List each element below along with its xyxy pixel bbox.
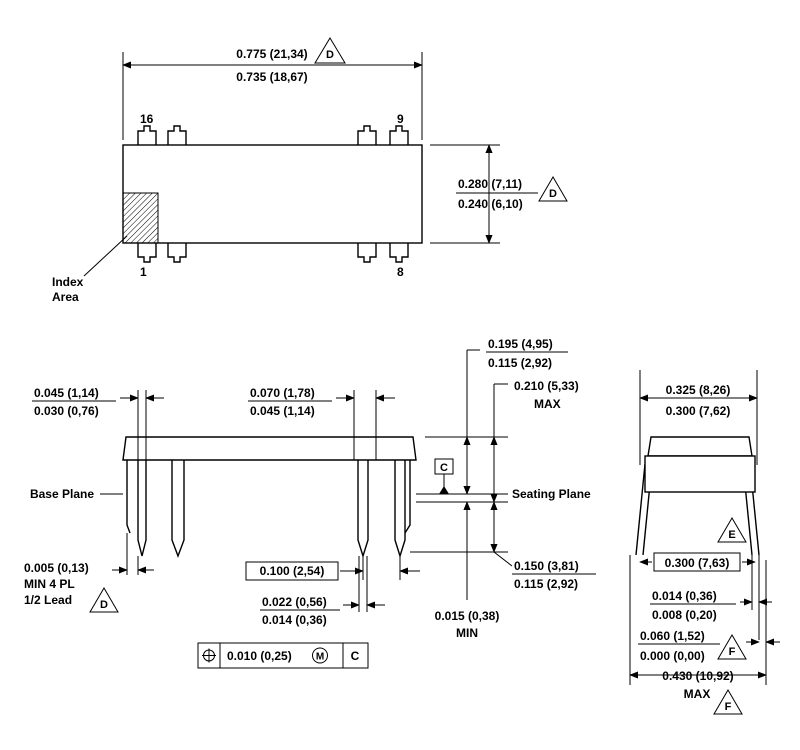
end-lead-label: MIN 4 PL <box>24 577 75 591</box>
position-symbol-icon <box>202 648 216 663</box>
pin-top <box>167 125 187 145</box>
tolerance-datum-c: C <box>351 649 360 663</box>
pin-bottom <box>167 243 187 263</box>
height-max-label: 0.195 (4,95) <box>488 337 553 351</box>
lead-width-max-label: 0.045 (1,14) <box>34 386 99 400</box>
overall-height-max-label: MAX <box>534 397 561 411</box>
datum-d-triangle: D <box>538 176 568 202</box>
width-max-label: 0.280 (7,11) <box>458 177 522 191</box>
row-spacing-label: 0.300 (7,63) <box>665 556 730 570</box>
length-max-label: 0.775 (21,34) <box>236 47 307 61</box>
position-tolerance-frame: 0.010 (0,25) M C <box>197 642 369 669</box>
pitch-label: 0.100 (2,54) <box>260 564 325 578</box>
top-view: 0.775 (21,34) 0.735 (18,67) D 16 9 1 8 I… <box>52 37 568 304</box>
package-body-end <box>647 436 753 457</box>
lead <box>126 460 131 534</box>
package-body-side <box>122 436 417 461</box>
standoff-label: 0.015 (0,38) <box>435 609 500 623</box>
lead <box>357 460 369 559</box>
lead-thickness-min-label: 0.008 (0,20) <box>652 608 717 622</box>
height-min-label: 0.115 (2,92) <box>488 356 552 370</box>
shoulder-min-label: 0.045 (1,14) <box>250 404 315 418</box>
pin-9-label: 9 <box>397 112 404 126</box>
lead <box>137 460 147 557</box>
lead-thickness-max-label: 0.014 (0,36) <box>652 589 717 603</box>
pitch-box <box>245 561 339 581</box>
package-body-top <box>122 144 423 244</box>
shoulder-max-label: 0.070 (1,78) <box>250 386 315 400</box>
datum-d-triangle: D <box>89 587 119 613</box>
pin-1-label: 1 <box>140 265 147 279</box>
index-label: Area <box>52 290 79 304</box>
tolerance-value: 0.010 (0,25) <box>227 649 292 663</box>
pin-top <box>357 125 377 145</box>
lead <box>404 460 411 534</box>
lead-length-min-label: 0.115 (2,92) <box>514 577 578 591</box>
mmc-label: M <box>316 652 324 663</box>
index-label: Index <box>52 275 84 289</box>
svg-text:E: E <box>728 529 735 541</box>
end-view: 0.325 (8,26) 0.300 (7,62) E 0.300 (7,63)… <box>629 370 780 715</box>
pin-8-label: 8 <box>397 265 404 279</box>
svg-text:F: F <box>725 701 732 713</box>
seating-plane-label: Seating Plane <box>512 487 591 501</box>
svg-text:D: D <box>100 599 108 611</box>
lead <box>171 460 185 558</box>
svg-text:D: D <box>326 49 334 61</box>
datum-f-triangle: F <box>713 689 743 715</box>
package-body-end-lower <box>644 455 756 493</box>
pin-top <box>137 125 157 145</box>
lead <box>394 460 406 559</box>
lead-width-min-label: 0.030 (0,76) <box>34 404 99 418</box>
pin-bottom <box>357 243 377 263</box>
lead-length-max-label: 0.150 (3,81) <box>514 559 579 573</box>
length-min-label: 0.735 (18,67) <box>236 70 307 84</box>
end-lead-label: 0.005 (0,13) <box>24 561 89 575</box>
mmc-circle-icon <box>312 647 328 664</box>
body-width-min-label: 0.300 (7,62) <box>666 404 731 418</box>
pin-bottom <box>137 243 157 263</box>
index-area-hatch <box>122 192 159 244</box>
pin-top <box>389 125 409 145</box>
overall-height-label: 0.210 (5,33) <box>514 379 579 393</box>
svg-text:F: F <box>729 646 736 658</box>
standoff-min-label: MIN <box>456 626 478 640</box>
side-view: Base Plane 0.045 (1,14) 0.030 (0,76) 0.0… <box>24 337 596 669</box>
lead-spread-min-label: 0.000 (0,00) <box>640 649 705 663</box>
svg-text:D: D <box>549 188 557 200</box>
datum-c-label: C <box>440 462 448 474</box>
width-min-label: 0.240 (6,10) <box>458 197 523 211</box>
lead-spread-max-label: 0.060 (1,52) <box>640 629 705 643</box>
index-leader <box>83 235 128 277</box>
end-lead-label: 1/2 Lead <box>24 593 72 607</box>
datum-e-triangle: E <box>717 517 747 543</box>
row-spacing-box <box>653 552 741 572</box>
overall-width-max-label: MAX <box>684 687 711 701</box>
datum-d-triangle: D <box>314 37 346 64</box>
datum-f-triangle: F <box>717 634 747 660</box>
lead-diameter-min-label: 0.014 (0,36) <box>262 613 327 627</box>
lead-diameter-max-label: 0.022 (0,56) <box>262 595 327 609</box>
overall-width-label: 0.430 (10,92) <box>662 669 733 683</box>
base-plane-label: Base Plane <box>30 487 94 501</box>
pin-16-label: 16 <box>140 112 154 126</box>
pin-bottom <box>389 243 409 263</box>
body-width-max-label: 0.325 (8,26) <box>666 383 731 397</box>
